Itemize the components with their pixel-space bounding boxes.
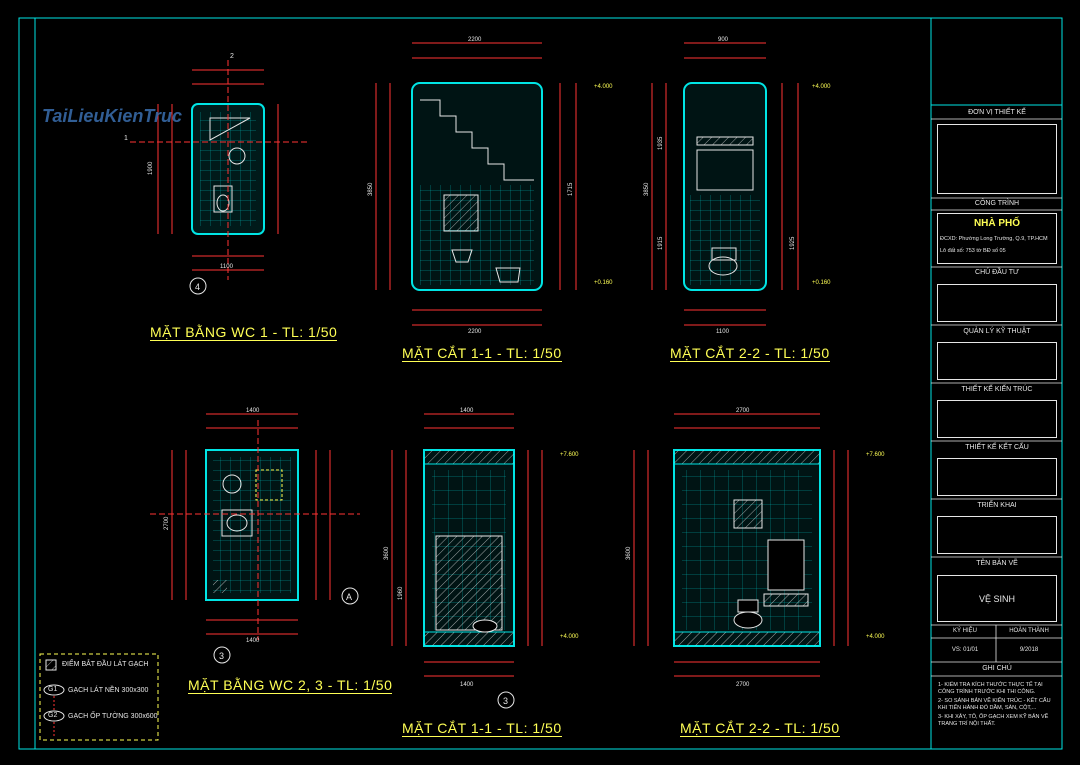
wc1-section-2-2: 900 1100 3850 1935 1915 1925 +4.000 +0.1… [644, 37, 831, 335]
tb-arch-design: THIẾT KẾ KIẾN TRÚC [961, 386, 1033, 393]
dim-wc1-s22-h3: 1925 [790, 236, 796, 250]
title-block-frame [930, 104, 1063, 750]
dim-wc1-s22-h2: 1915 [658, 236, 664, 250]
tb-struct-design: THIẾT KẾ KẾT CẤU [965, 444, 1029, 451]
tb-owner: CHỦ ĐẦU TƯ [975, 269, 1019, 276]
tb-tech-box [937, 342, 1057, 380]
grid-label-3: 3 [219, 651, 224, 661]
tb-project-name: NHÀ PHỐ [973, 218, 1021, 229]
level-top: +4.000 [594, 84, 613, 90]
level-top-2: +4.000 [812, 84, 831, 90]
wc23-plan: 1400 1400 2700 3 A [150, 408, 360, 664]
tb-symbol: VS: 01/01 [951, 647, 979, 653]
tb-complete-label: HOÀN THÀNH [1009, 628, 1049, 634]
level-bot-4: +4.000 [866, 634, 885, 640]
grid-label-A: A [346, 592, 352, 602]
tb-designer-box [937, 124, 1057, 194]
dim-wc23-s11-h: 3600 [384, 546, 390, 560]
dim-wc23-top: 1400 [246, 408, 260, 414]
cut-label-1: 1 [124, 135, 128, 142]
dim-wc23-s22-top: 2700 [736, 408, 750, 414]
level-top-4: +7.600 [866, 452, 885, 458]
tb-note-1: 1- KIỂM TRA KÍCH THƯỚC THỰC TẾ TẠI CÔNG … [938, 682, 1043, 695]
dim-wc23-s11-top: 1400 [460, 408, 474, 414]
tb-drawing-name-box [937, 575, 1057, 622]
tb-deploy: TRIỂN KHAI [977, 502, 1017, 509]
grid-label-3b: 3 [503, 696, 508, 706]
tb-note-3: 3- KHI XÂY, TÔ, ỐP GẠCH XEM KỸ BẢN VẼ TR… [938, 714, 1049, 727]
dim-wc23-h: 2700 [164, 516, 170, 530]
tb-project-label: CÔNG TRÌNH [974, 200, 1020, 207]
wc1-plan: 1100 1900 4 1 2 [124, 53, 310, 295]
tb-designer-unit: ĐƠN VỊ THIẾT KẾ [968, 109, 1026, 116]
wc1-plan-title: MẶT BẰNG WC 1 - TL: 1/50 [150, 324, 338, 341]
dim-wc1-s22-h: 3850 [644, 182, 650, 196]
legend-g1-code: G1 [48, 686, 58, 693]
level-top-3: +7.600 [560, 452, 579, 458]
cut-label-2: 2 [230, 53, 234, 60]
level-bot-3: +4.000 [560, 634, 579, 640]
wc1-section-1-1: 2200 2200 3850 1715 +4.000 +0.160 [368, 37, 613, 335]
dim-wc1-s22-top: 900 [718, 37, 729, 43]
dim-wc1-s11-h: 3850 [368, 182, 374, 196]
tb-arch-box [937, 400, 1057, 438]
dim-wc23-s11-bot: 1400 [460, 682, 474, 688]
wc1-section-11-title: MẶT CẮT 1-1 - TL: 1/50 [402, 345, 562, 362]
tb-project-box [937, 213, 1057, 264]
legend-g2-code: G2 [48, 712, 58, 719]
wc23-section-22-title: MẶT CẮT 2-2 - TL: 1/50 [680, 720, 840, 737]
dim-wc1-s22-bot: 1100 [716, 329, 730, 335]
tb-deploy-box [937, 516, 1057, 554]
tb-address-2: Lô đất số: 753 tờ BĐ số 05 [940, 248, 1006, 254]
wc1-section-22-title: MẶT CẮT 2-2 - TL: 1/50 [670, 345, 830, 362]
dim-wc23-bot: 1400 [246, 638, 260, 644]
dim-wc23-s11-h2: 1960 [398, 586, 404, 600]
legend-start-point: ĐIỂM BẮT ĐẦU LÁT GẠCH [62, 661, 149, 668]
tb-address-1: ĐCXD: Phường Long Trường, Q.9, TP.HCM [940, 236, 1048, 242]
dim-wc1-s11-h2: 1715 [568, 182, 574, 196]
dim-wc1-s11-bot: 2200 [468, 329, 482, 335]
dim-wc1-h: 1900 [148, 161, 154, 175]
grid-label-4: 4 [195, 282, 200, 292]
dim-wc1-s11-top: 2200 [468, 37, 482, 43]
dim-wc23-s22-bot: 2700 [736, 682, 750, 688]
legend-frame [39, 653, 159, 741]
tb-date: 9/2018 [1019, 647, 1039, 653]
tb-note-2: 2- SO SÁNH BẢN VẼ KIẾN TRÚC - KẾT CẤU KH… [938, 698, 1051, 711]
wc23-section-1-1: 1400 1400 3600 1960 +7.600 +4.000 3 [384, 408, 579, 709]
tb-struct-box [937, 458, 1057, 496]
legend-wall-tile: GẠCH ỐP TƯỜNG 300x600 [68, 713, 158, 720]
tb-drawing-name: VỆ SINH [978, 594, 1015, 604]
tb-drawing-name-label: TÊN BẢN VẼ [976, 560, 1018, 567]
tb-owner-box [937, 284, 1057, 322]
wc23-plan-title: MẶT BẰNG WC 2, 3 - TL: 1/50 [188, 677, 393, 694]
wc23-section-2-2: 2700 2700 3600 +7.600 +4.000 [626, 408, 885, 688]
tb-symbol-label: KÝ HIỆU [952, 628, 977, 634]
dim-wc23-s22-h: 3600 [626, 546, 632, 560]
tb-notes-label: GHI CHÚ [982, 665, 1012, 672]
watermark-logo: TaiLieuKienTruc [42, 106, 183, 126]
tb-tech-mgmt: QUẢN LÝ KỸ THUẬT [963, 328, 1031, 335]
level-bot: +0.160 [594, 280, 613, 286]
wc23-section-11-title: MẶT CẮT 1-1 - TL: 1/50 [402, 720, 562, 737]
dim-wc1-bottom: 1100 [220, 264, 234, 270]
level-bot-2: +0.160 [812, 280, 831, 286]
legend-floor-tile: GẠCH LÁT NỀN 300x300 [68, 687, 149, 694]
dim-wc1-s22-h1: 1935 [658, 136, 664, 150]
